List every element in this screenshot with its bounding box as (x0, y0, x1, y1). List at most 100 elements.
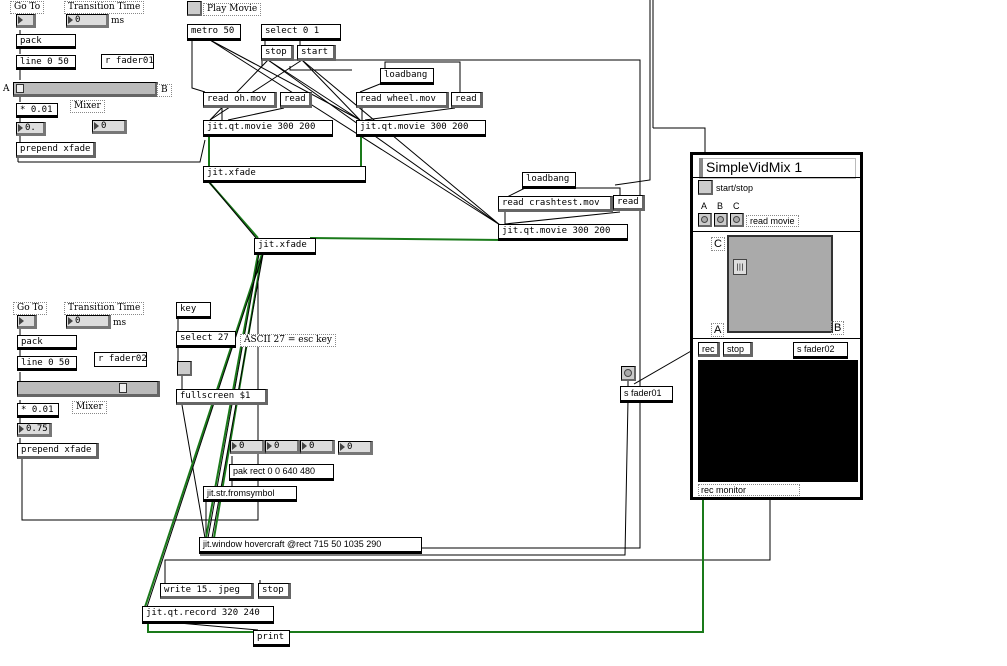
pack-object[interactable]: pack (16, 34, 76, 49)
multiply-object[interactable]: * 0.01 (16, 103, 58, 118)
read-movie-label: read movie (746, 215, 799, 227)
read-b-button[interactable] (714, 213, 728, 227)
xy-pad-handle[interactable]: ||| (733, 259, 747, 275)
jit-xfade-2[interactable]: jit.xfade (254, 238, 316, 255)
read-c-button[interactable] (730, 213, 744, 227)
slider-knob-2[interactable] (119, 383, 127, 393)
jit-window-object[interactable]: jit.window hovercraft @rect 715 50 1035 … (199, 537, 422, 554)
pack-object-2[interactable]: pack (17, 335, 77, 350)
transition-time-number-box-2[interactable]: 0 (66, 315, 111, 329)
jit-qt-movie-3[interactable]: jit.qt.movie 300 200 (498, 224, 628, 241)
slider-b-label: B (157, 84, 172, 97)
divider (693, 177, 860, 178)
goto-label: Go To (10, 1, 45, 14)
float-value-2: 0.75 (26, 424, 48, 434)
rect-number-1[interactable]: 0 (230, 440, 265, 454)
read-message-3[interactable]: read (613, 195, 645, 211)
fader-bang-button[interactable] (621, 366, 636, 381)
prepend-xfade-object[interactable]: prepend xfade (16, 142, 96, 158)
slider-knob[interactable] (16, 84, 24, 93)
rect-number-2-value: 0 (274, 441, 280, 451)
rect-number-2[interactable]: 0 (265, 440, 300, 454)
number-triangle-icon (267, 441, 272, 450)
receive-fader01-object[interactable]: r fader01 (101, 54, 154, 69)
slider-a-label: A (3, 84, 10, 94)
xy-pad[interactable]: ||| (727, 235, 833, 333)
a-corner-label: A (711, 323, 725, 337)
crossfade-slider[interactable] (13, 82, 158, 97)
receive-fader02-object[interactable]: r fader02 (94, 352, 147, 367)
goto-number-box-2[interactable] (17, 315, 37, 329)
read-message-1[interactable]: read (280, 92, 312, 108)
print-object[interactable]: print (253, 630, 290, 647)
select-object[interactable]: select 0 1 (261, 24, 341, 41)
mixer-label-2: Mixer (72, 401, 107, 414)
number-triangle-icon (68, 316, 73, 325)
c-label: C (733, 201, 740, 211)
c-corner-label: C (711, 237, 725, 251)
rect-number-4[interactable]: 0 (338, 441, 373, 455)
jit-qt-movie-1[interactable]: jit.qt.movie 300 200 (203, 120, 333, 137)
start-stop-label: start/stop (716, 183, 754, 193)
float-number-box[interactable]: 0. (16, 122, 46, 136)
write-jpeg-message[interactable]: write 15. jpeg (160, 583, 254, 599)
stop-message[interactable]: stop (261, 45, 294, 61)
rec-monitor-label: rec monitor (698, 484, 800, 496)
stop-message-inner[interactable]: stop (723, 342, 753, 357)
number-triangle-icon (94, 121, 99, 130)
send-fader01-object[interactable]: s fader01 (620, 386, 673, 403)
jit-xfade-1[interactable]: jit.xfade (203, 166, 366, 183)
number-triangle-icon (19, 316, 24, 325)
pak-rect-object[interactable]: pak rect 0 0 640 480 (229, 464, 334, 481)
mixer-label: Mixer (70, 100, 105, 113)
line-object-2[interactable]: line 0 50 (17, 356, 77, 371)
b-corner-label: B (831, 321, 845, 335)
number-triangle-icon (18, 15, 23, 24)
jit-str-fromsymbol-object[interactable]: jit.str.fromsymbol (203, 486, 297, 502)
b-label: B (717, 201, 724, 211)
rec-message[interactable]: rec (698, 342, 720, 357)
simplevidmix-title: SimpleVidMix 1 (706, 159, 803, 175)
fullscreen-message[interactable]: fullscreen $1 (176, 389, 268, 405)
int-number-box[interactable]: 0 (92, 120, 127, 134)
read-oh-message[interactable]: read oh.mov (203, 92, 277, 108)
select-27-object[interactable]: select 27 (176, 331, 236, 348)
number-triangle-icon (18, 123, 23, 132)
ascii-esc-comment: ASCII 27 = esc key (240, 334, 336, 347)
stop-record-message[interactable]: stop (258, 583, 291, 599)
title-accent (699, 158, 703, 177)
loadbang-object[interactable]: loadbang (380, 68, 434, 85)
divider-3 (693, 338, 860, 339)
loadbang-object-2[interactable]: loadbang (522, 172, 576, 189)
start-message[interactable]: start (297, 45, 336, 61)
jit-qt-record-object[interactable]: jit.qt.record 320 240 (142, 606, 274, 624)
ms-label-2: ms (113, 318, 127, 328)
float-number-box-2[interactable]: 0.75 (17, 423, 52, 437)
multiply-object-2[interactable]: * 0.01 (17, 403, 59, 418)
start-stop-toggle[interactable] (698, 180, 713, 195)
number-triangle-icon (68, 15, 73, 24)
read-message-2[interactable]: read (451, 92, 483, 108)
number-triangle-icon (302, 441, 307, 450)
play-movie-toggle[interactable] (187, 1, 202, 16)
metro-object[interactable]: metro 50 (187, 24, 241, 41)
float-value: 0. (25, 123, 36, 133)
crossfade-slider-2[interactable] (17, 381, 160, 397)
prepend-xfade-object-2[interactable]: prepend xfade (17, 443, 99, 459)
line-object[interactable]: line 0 50 (16, 55, 76, 70)
goto-label-2: Go To (13, 302, 48, 315)
jit-qt-movie-2[interactable]: jit.qt.movie 300 200 (356, 120, 486, 137)
read-crashtest-message[interactable]: read crashtest.mov (498, 196, 613, 212)
rect-number-4-value: 0 (347, 442, 353, 452)
rec-monitor-display (698, 360, 858, 482)
goto-number-box[interactable] (16, 14, 36, 28)
transition-time-label: Transition Time (64, 1, 145, 14)
key-object[interactable]: key (176, 302, 211, 319)
fullscreen-toggle[interactable] (177, 361, 192, 376)
send-fader02-object[interactable]: s fader02 (793, 342, 848, 359)
rect-number-3[interactable]: 0 (300, 440, 335, 454)
transition-time-number-box[interactable]: 0 (66, 14, 109, 28)
read-wheel-message[interactable]: read wheel.mov (356, 92, 449, 108)
read-a-button[interactable] (698, 213, 712, 227)
